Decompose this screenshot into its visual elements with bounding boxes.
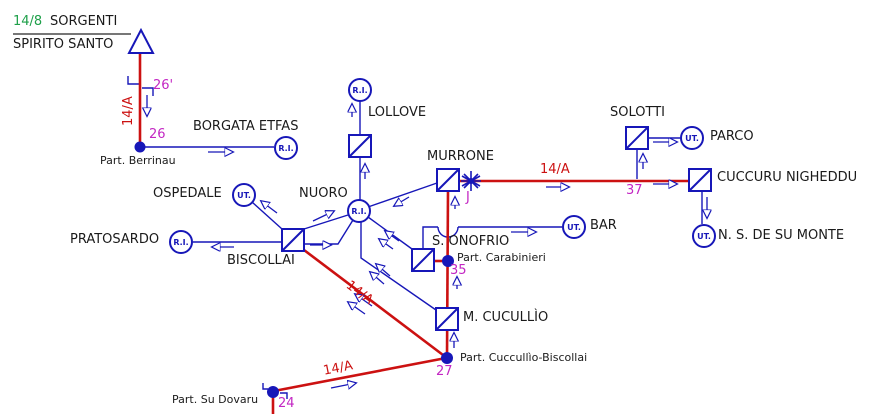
code-24: 24 bbox=[278, 396, 295, 411]
valve-lollove bbox=[348, 134, 372, 158]
junction-star-icon bbox=[461, 171, 481, 191]
label-cuccuru-nigheddu: CUCCURU NIGHEDDU bbox=[717, 170, 858, 185]
ri-node-borgata-etfas: R.I. bbox=[274, 136, 298, 160]
source-title: SORGENTI bbox=[50, 14, 118, 29]
flow-arrow-icons bbox=[147, 95, 707, 388]
label-ns-de-su-monte: N. S. DE SU MONTE bbox=[718, 228, 845, 243]
valve-tick-icon bbox=[127, 76, 288, 399]
ri-node-lollove: R.I. bbox=[348, 78, 372, 102]
valve-m-cucullio bbox=[435, 307, 459, 331]
label-lollove: LOLLOVE bbox=[368, 105, 427, 120]
code-35: 35 bbox=[450, 263, 467, 278]
valve-murrone bbox=[436, 168, 460, 192]
label-pratosardo: PRATOSARDO bbox=[70, 232, 160, 247]
valve-square-icons bbox=[281, 126, 712, 331]
code-26-prime: 26' bbox=[153, 78, 174, 93]
label-part-su-dovaru: Part. Su Dovaru bbox=[172, 393, 259, 406]
ut-node-parco: UT. bbox=[680, 126, 704, 150]
ri-node-label: R.I. bbox=[278, 143, 294, 153]
label-m-cucullio: M. CUCULLÌO bbox=[463, 310, 549, 325]
code-j: J bbox=[466, 190, 470, 205]
code-26: 26 bbox=[149, 127, 166, 142]
label-nuoro: NUORO bbox=[299, 186, 348, 201]
junction-dot-icons bbox=[134, 141, 454, 398]
junction-dot-berrinau bbox=[134, 141, 146, 153]
label-parco: PARCO bbox=[710, 129, 754, 144]
valve-cuccuru-nigheddu bbox=[688, 168, 712, 192]
label-part-cucullio-biscollai: Part. Cuccullìo-Biscollai bbox=[460, 351, 588, 364]
source-subtitle: SPIRITO SANTO bbox=[13, 37, 114, 52]
label-biscollai: BISCOLLAI bbox=[227, 253, 295, 268]
ut-node-ospedale: UT. bbox=[232, 183, 256, 207]
ri-node-label: R.I. bbox=[351, 206, 367, 216]
code-27: 27 bbox=[436, 364, 453, 379]
valve-solotti bbox=[625, 126, 649, 150]
junction-dot-su-dovaru bbox=[267, 386, 279, 398]
pipe-label-murrone: 14/A bbox=[540, 162, 570, 177]
label-solotti: SOLOTTI bbox=[610, 105, 665, 120]
source-code: 14/8 bbox=[13, 14, 43, 29]
valve-biscollai bbox=[281, 228, 305, 252]
label-murrone: MURRONE bbox=[427, 149, 494, 164]
ut-node-label: UT. bbox=[697, 231, 711, 241]
ut-node-label: UT. bbox=[237, 190, 251, 200]
junction-dot-cucullio-biscollai bbox=[441, 352, 453, 364]
ut-node-ns-de-su-monte: UT. bbox=[692, 224, 716, 248]
label-bar: BAR bbox=[590, 218, 617, 233]
label-part-berrinau: Part. Berrinau bbox=[100, 154, 176, 167]
ut-node-bar: UT. bbox=[562, 215, 586, 239]
spring-source-icon bbox=[127, 27, 155, 54]
ri-node-nuoro: R.I. bbox=[347, 199, 371, 223]
code-37: 37 bbox=[626, 183, 643, 198]
ut-node-label: UT. bbox=[567, 222, 581, 232]
label-ospedale: OSPEDALE bbox=[153, 186, 222, 201]
ri-node-label: R.I. bbox=[173, 237, 189, 247]
label-borgata-etfas: BORGATA ETFAS bbox=[193, 119, 299, 134]
ri-node-pratosardo: R.I. bbox=[169, 230, 193, 254]
valve-s-onofrio bbox=[411, 248, 435, 272]
ut-node-label: UT. bbox=[685, 133, 699, 143]
junction-dot-carabinieri bbox=[442, 255, 454, 267]
ri-node-label: R.I. bbox=[352, 85, 368, 95]
pipe-label-source: 14/A bbox=[121, 96, 136, 126]
label-s-onofrio: S. ONOFRIO bbox=[432, 234, 510, 249]
label-part-carabinieri: Part. Carabinieri bbox=[457, 251, 546, 264]
